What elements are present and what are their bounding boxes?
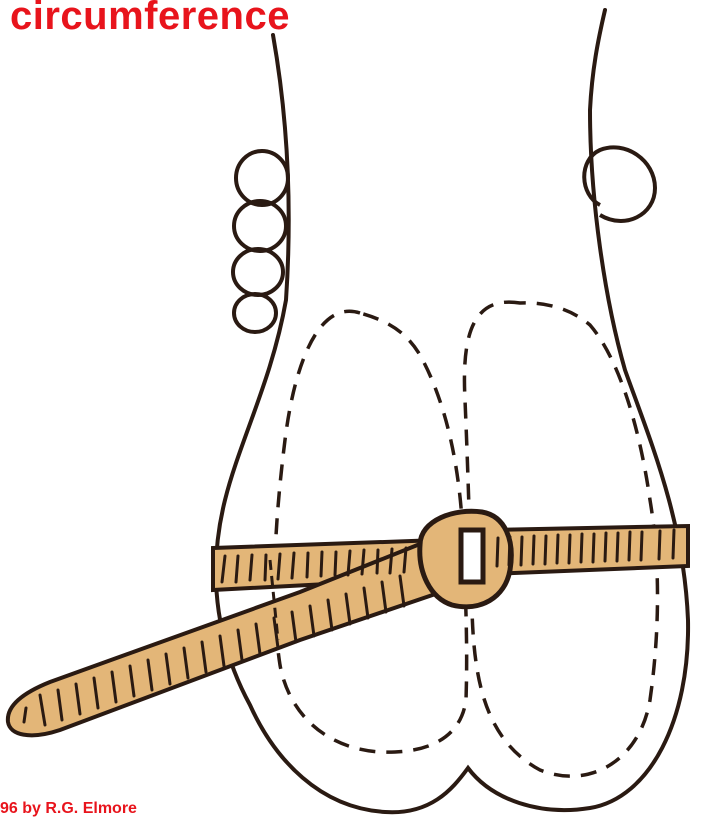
diagram-title: circumference bbox=[10, 0, 290, 39]
cord-coil bbox=[236, 151, 288, 205]
copyright-credit: 96 by R.G. Elmore bbox=[0, 800, 137, 818]
cord-coil bbox=[234, 201, 286, 251]
cord-coil bbox=[233, 249, 283, 295]
spermatic-cord-coils bbox=[233, 151, 288, 332]
tape-buckle-slot bbox=[461, 530, 483, 582]
cord-coil bbox=[234, 294, 276, 332]
